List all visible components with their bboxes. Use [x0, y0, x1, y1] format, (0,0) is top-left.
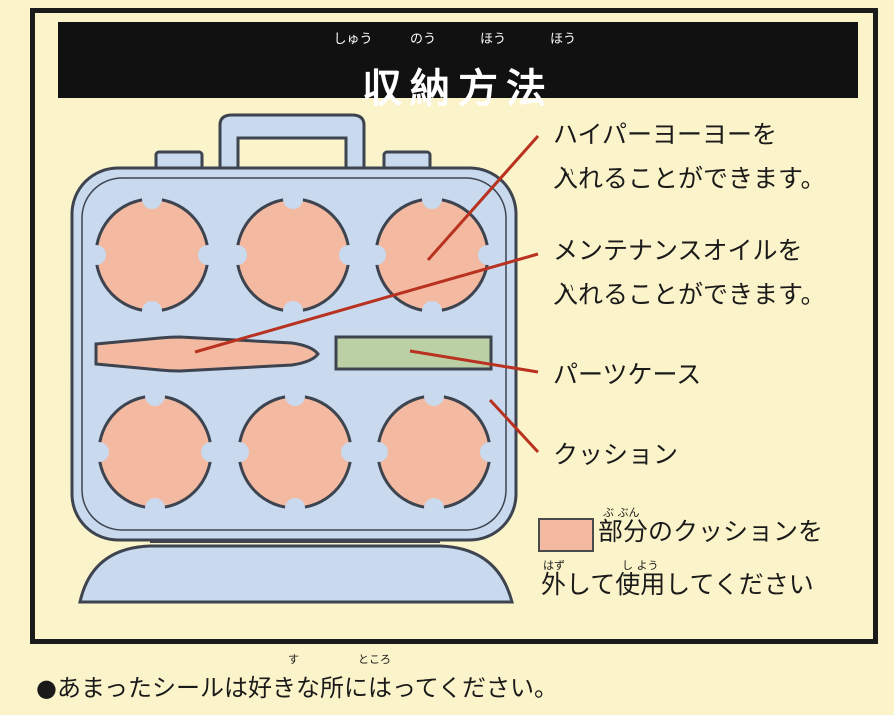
title-ruby-2: のう: [409, 32, 436, 47]
case-lower-half: [78, 544, 514, 604]
yoyo-label-line1: ハイパーヨーヨーを: [553, 120, 778, 149]
legend-line2: 外して使用してください: [541, 570, 814, 599]
title-ruby-4: ほう: [549, 32, 576, 47]
case-body-inner: [81, 177, 507, 531]
legend-line1: 部分のクッションを: [598, 517, 824, 546]
cushion-yoyo-6: [368, 386, 500, 518]
title-bar: しゅう のう ほう ほう 収納方法: [58, 22, 858, 112]
parts-case: [334, 335, 493, 371]
footer-ruby-1: す: [288, 653, 299, 666]
cushion-yoyo-1: [86, 189, 218, 321]
title-ruby-1: しゅう: [333, 32, 373, 47]
oil-label-ruby: い: [563, 282, 574, 295]
yoyo-label-ruby: い: [563, 166, 574, 179]
legend-cushion-swatch: [538, 518, 594, 552]
leader-line-yoyo: [426, 135, 540, 261]
title-ruby: しゅう のう ほう ほう: [58, 28, 858, 47]
case-handle: [218, 113, 366, 172]
cushion-label: クッション: [553, 440, 679, 469]
leader-line-oil: [194, 252, 539, 354]
oil-label-line2: 入れることができます。: [553, 280, 826, 309]
leader-line-cushion: [488, 398, 540, 454]
legend-line2-ruby-2: し よう: [622, 559, 659, 572]
oil-label-line1: メンテナンスオイルを: [553, 236, 803, 265]
cushion-yoyo-2: [227, 189, 359, 321]
leader-line-parts-case: [409, 349, 539, 374]
legend-line2-ruby-1: はず: [543, 559, 565, 572]
footer-ruby-2: ところ: [358, 653, 391, 666]
cushion-yoyo-5: [229, 386, 361, 518]
yoyo-label-line2: 入れることができます。: [553, 164, 826, 193]
cushion-oil-slot: [94, 335, 320, 373]
page-title: 収納方法: [362, 66, 554, 112]
parts-case-label: パーツケース: [553, 360, 702, 389]
legend-line1-ruby: ぶ ぶん: [603, 506, 640, 519]
footer-note: ●あまったシールは好きな所にはってください。: [36, 674, 559, 702]
cushion-yoyo-4: [89, 386, 221, 518]
title-ruby-3: ほう: [479, 32, 506, 47]
